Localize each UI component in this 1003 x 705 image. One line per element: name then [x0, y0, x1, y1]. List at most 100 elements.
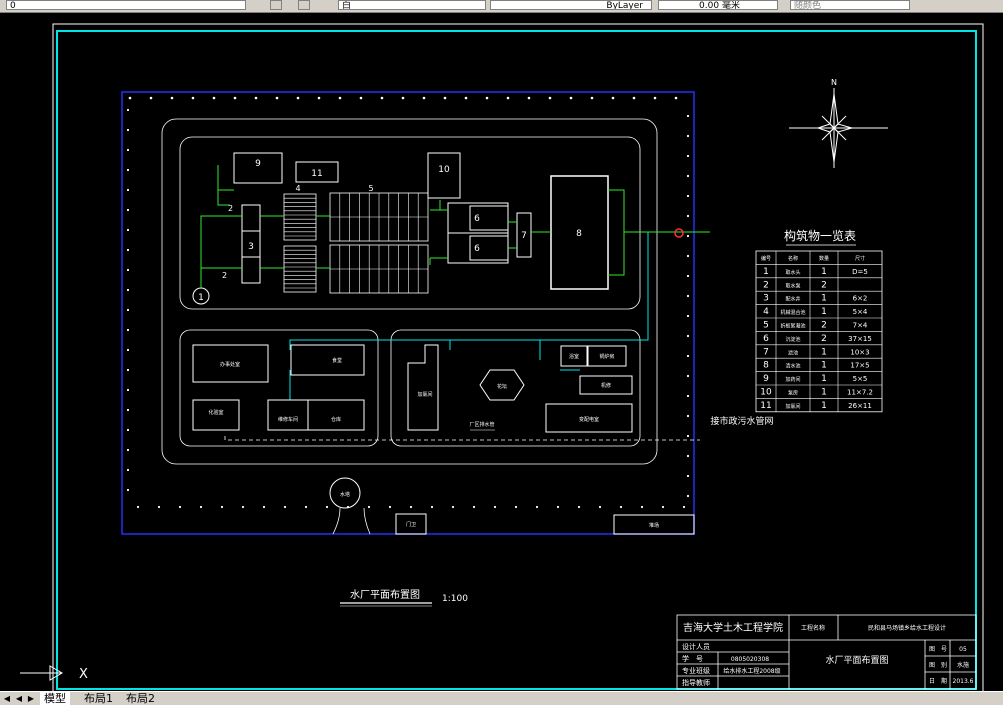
tree-dot: [126, 228, 130, 232]
tree-dot: [632, 96, 636, 100]
outlet-valve-icon: [674, 228, 684, 238]
tree-dot: [674, 96, 678, 100]
lineweight-dropdown[interactable]: 0.00 毫米: [658, 0, 778, 10]
water-tower: [329, 477, 361, 509]
table-cell: 10: [760, 388, 772, 398]
tree-dot: [126, 448, 130, 452]
table-cell: 1: [821, 294, 827, 304]
table-cell: 7: [763, 347, 769, 357]
tree-dot: [126, 428, 130, 432]
tree-dot: [472, 505, 476, 509]
svg-text:2013.6: 2013.6: [953, 678, 974, 685]
tree-dot: [126, 408, 130, 412]
tree-dot: [451, 505, 455, 509]
table-cell: 1: [821, 388, 827, 398]
tree-dot: [367, 505, 371, 509]
tree-dot: [686, 254, 690, 258]
unit-6-label: 6: [474, 214, 480, 224]
table-cell: 9: [763, 374, 769, 384]
layer-previous-icon[interactable]: [298, 0, 310, 10]
tree-dot: [136, 505, 140, 509]
tree-dot: [535, 505, 539, 509]
unit-9-label: 9: [255, 159, 261, 169]
table-header: 尺寸: [855, 255, 865, 262]
tree-dot: [233, 96, 237, 100]
tree-dot: [126, 288, 130, 292]
svg-text:维修车间: 维修车间: [278, 416, 298, 423]
tree-dot: [430, 505, 434, 509]
tab-layout1[interactable]: 布局1: [84, 692, 113, 705]
sewer-label: 接市政污水管网: [710, 415, 773, 427]
tree-dot: [443, 96, 447, 100]
svg-text:锅炉房: 锅炉房: [599, 353, 614, 360]
plotstyle-dropdown[interactable]: 随颜色: [790, 0, 910, 10]
tree-dot: [686, 354, 690, 358]
tree-dot: [317, 96, 321, 100]
table-cell: 2: [821, 334, 827, 344]
unit-2-label: 2: [228, 204, 233, 213]
tree-dot: [296, 96, 300, 100]
table-cell: 1: [821, 361, 827, 371]
table-cell: 2: [821, 280, 827, 290]
svg-text:机修: 机修: [601, 382, 611, 389]
tree-dot: [338, 96, 342, 100]
tree-dot: [126, 388, 130, 392]
unit-11-label: 11: [311, 169, 322, 179]
svg-text:堆场: 堆场: [649, 522, 659, 529]
site-boundary: [121, 91, 695, 535]
tree-dot: [686, 394, 690, 398]
office-building: [192, 344, 269, 383]
table-cell: 折板絮凝池: [780, 323, 805, 330]
color-dropdown[interactable]: 白: [338, 0, 486, 10]
unit-2b-label: 2: [222, 271, 227, 280]
tree-dot: [380, 96, 384, 100]
svg-text:学 号: 学 号: [682, 654, 703, 663]
svg-text:变配电室: 变配电室: [579, 416, 599, 423]
tree-dot: [686, 374, 690, 378]
unit-7: [516, 212, 532, 258]
drawing-canvas[interactable]: 9 11 10 3 2 2 4 5 6 6 7 8 1: [0, 13, 1003, 693]
tab-first-icon[interactable]: ◀: [3, 694, 11, 703]
tree-dot: [590, 96, 594, 100]
table-cell: 机械混合池: [780, 309, 805, 316]
north-label: N: [831, 78, 837, 87]
tab-prev-icon[interactable]: ◀: [15, 694, 23, 703]
table-cell: 1: [821, 347, 827, 357]
hex-garden: [479, 369, 525, 401]
table-cell: 5×4: [853, 308, 868, 316]
table-cell: 10×3: [850, 348, 869, 356]
tree-dot: [686, 154, 690, 158]
svg-text:花坛: 花坛: [497, 383, 507, 390]
table-cell: 取水泵: [785, 282, 800, 289]
tree-dot: [283, 505, 287, 509]
drawing-border: [56, 30, 977, 690]
unit-8-label: 8: [576, 229, 582, 239]
table-cell: 加药间: [785, 376, 800, 383]
tree-dot: [686, 334, 690, 338]
x-axis-label: X: [79, 667, 88, 682]
table-cell: 5×5: [853, 375, 868, 383]
table-cell: 11: [760, 401, 771, 411]
unit-7-label: 7: [521, 231, 527, 241]
table-cell: 8: [763, 361, 769, 371]
tree-dot: [157, 505, 161, 509]
yard-area: [613, 514, 695, 535]
unit-4: [283, 193, 317, 293]
svg-text:化验室: 化验室: [208, 409, 223, 416]
tree-dot: [569, 96, 573, 100]
svg-text:设计人员: 设计人员: [682, 642, 710, 651]
tab-next-icon[interactable]: ▶: [27, 694, 35, 703]
tab-model[interactable]: 模型: [40, 692, 70, 705]
table-cell: 取水头: [785, 269, 800, 276]
boundary-trees: [126, 96, 690, 509]
tab-layout2[interactable]: 布局2: [126, 692, 155, 705]
unit-10-label: 10: [438, 165, 450, 175]
layer-state-icon[interactable]: [270, 0, 282, 10]
table-cell: 6: [763, 334, 769, 344]
tree-dot: [388, 505, 392, 509]
layer-dropdown[interactable]: 0: [6, 0, 246, 10]
linetype-dropdown[interactable]: ByLayer: [490, 0, 652, 10]
tree-dot: [686, 134, 690, 138]
table-cell: 2: [763, 280, 769, 290]
unit-5: [329, 192, 429, 294]
